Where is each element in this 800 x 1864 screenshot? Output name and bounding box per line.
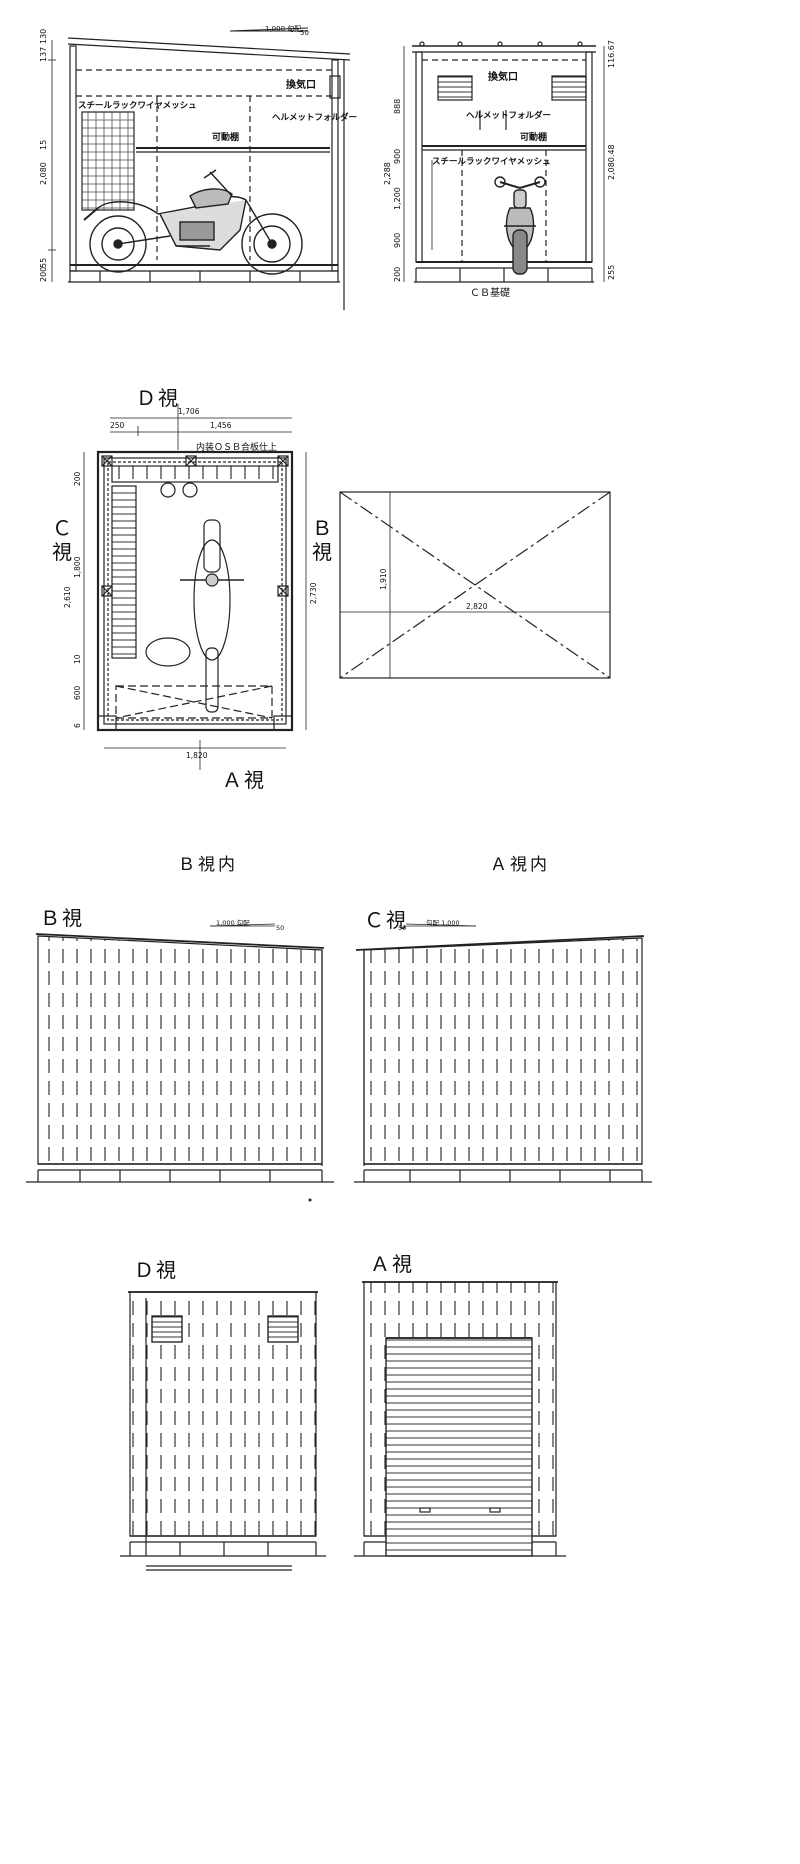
svg-text:2,080.48: 2,080.48 <box>607 144 616 180</box>
b-inside-title: Ｂ視内 <box>178 855 238 875</box>
c-slope-start-label: 50 <box>398 924 406 932</box>
movable-shelf-label-right: 可動棚 <box>520 131 547 143</box>
view-d-label-elevation: Ｄ視 <box>134 1258 178 1282</box>
helmet-holder-label-left: ヘルメットフォルダー <box>272 112 357 123</box>
svg-text:600: 600 <box>73 685 82 700</box>
svg-text:116.67: 116.67 <box>607 40 616 68</box>
motorcycle-front-icon <box>494 176 546 275</box>
vent-label-right: 換気口 <box>488 70 518 83</box>
view-b-label-elevation: Ｂ視 <box>40 906 84 930</box>
slope-end-label-top: 50 <box>300 29 309 37</box>
svg-text:130: 130 <box>39 29 48 44</box>
plan-dim-1456: 1,456 <box>210 421 232 430</box>
svg-text:2,288: 2,288 <box>383 162 392 185</box>
left-dimensions-top-left: 137 130 2,080 15 200 55 <box>39 29 48 282</box>
view-a-label-plan: Ａ視 <box>222 768 266 792</box>
svg-text:200: 200 <box>393 267 402 282</box>
svg-text:888: 888 <box>393 99 402 114</box>
plan-dim-250: 250 <box>110 421 125 430</box>
roof-plan-drawing <box>339 491 611 679</box>
b-slope-end-label: 50 <box>276 924 284 932</box>
svg-text:200: 200 <box>73 471 82 486</box>
vent-label-left: 換気口 <box>286 78 316 91</box>
svg-text:200: 200 <box>39 267 48 282</box>
c-slope-label: 勾配 1,000 <box>426 918 460 927</box>
plan-dim-1820: 1,820 <box>186 751 208 760</box>
svg-text:10: 10 <box>73 654 82 664</box>
front-section-drawing <box>403 41 605 283</box>
view-c-label-plan: Ｃ 視 <box>52 516 74 564</box>
movable-shelf-label-left: 可動棚 <box>212 131 239 143</box>
svg-text:15: 15 <box>39 140 48 150</box>
roof-dim-2820: 2,820 <box>466 602 488 611</box>
view-d-label-plan: Ｄ視 <box>136 386 180 410</box>
a-inside-title: Ａ視内 <box>490 855 550 875</box>
helmet-holder-label-right: ヘルメットフォルダー <box>466 110 551 121</box>
plan-dim-1706: 1,706 <box>178 407 200 416</box>
view-b-label-plan: Ｂ 視 <box>312 516 334 564</box>
side-section-drawing <box>48 27 351 310</box>
steel-rack-label-right: スチールラックワイヤメッシュ <box>432 156 551 167</box>
plan-dim-2730: 2,730 <box>309 582 318 604</box>
svg-text:255: 255 <box>607 265 616 280</box>
svg-text:900: 900 <box>393 233 402 248</box>
elevation-c-drawing <box>354 923 652 1183</box>
view-a-label-elevation: Ａ視 <box>370 1252 414 1276</box>
slope-label-top: 1,000 勾配 <box>265 24 301 33</box>
svg-text:2,080: 2,080 <box>39 162 48 185</box>
view-c-label-elevation: Ｃ視 <box>364 908 408 932</box>
interior-note: 内装ＯＳＢ合板仕上 <box>196 441 277 453</box>
elevation-d-drawing <box>120 1291 326 1571</box>
dot-mark <box>308 1198 312 1202</box>
svg-text:1,800: 1,800 <box>73 556 82 578</box>
svg-text:137: 137 <box>39 47 48 62</box>
svg-text:1,200: 1,200 <box>393 187 402 210</box>
plan-left-dimensions: 200 1,800 2,610 10 600 6 <box>63 471 82 728</box>
svg-text:6: 6 <box>73 723 82 728</box>
foundation-label: ＣＢ基礎 <box>470 286 510 299</box>
svg-text:2,610: 2,610 <box>63 586 72 608</box>
svg-text:900: 900 <box>393 149 402 164</box>
elevation-b-drawing <box>26 923 334 1183</box>
svg-text:55: 55 <box>39 258 48 268</box>
roof-dim-1910: 1,910 <box>379 568 388 590</box>
right-dimensions-top-right: 116.67 2,080.48 255 <box>607 40 616 280</box>
motorcycle-side-icon <box>83 169 303 275</box>
steel-rack-label-left: スチールラックワイヤメッシュ <box>78 100 197 111</box>
elevation-a-drawing <box>354 1281 566 1557</box>
left-dimensions-top-right: 888 900 2,288 1,200 900 200 <box>383 99 402 282</box>
floor-plan-drawing <box>83 404 307 770</box>
b-slope-label: 1,000 勾配 <box>216 918 250 927</box>
